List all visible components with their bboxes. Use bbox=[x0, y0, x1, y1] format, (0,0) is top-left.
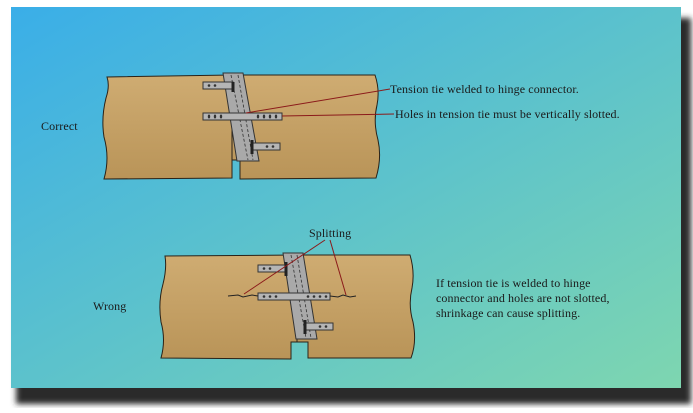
correct-left-beam bbox=[102, 74, 233, 180]
correct-tension-tie bbox=[202, 112, 283, 121]
leader-welded bbox=[245, 88, 391, 114]
wrong-right-beam bbox=[296, 254, 416, 359]
label-splitting: Splitting bbox=[309, 226, 352, 240]
label-wrong-note: If tension tie is welded to hinge connec… bbox=[436, 276, 610, 320]
split-crack-left bbox=[227, 294, 259, 298]
label-tension-tie-welded: Tension tie welded to hinge connector. bbox=[390, 82, 579, 96]
correct-right-beam bbox=[231, 74, 381, 180]
label-correct: Correct bbox=[41, 119, 78, 133]
leader-splitting-right bbox=[329, 239, 347, 296]
correct-top-clip bbox=[202, 81, 234, 90]
leader-slotted bbox=[281, 113, 395, 117]
wrong-detail bbox=[159, 239, 416, 360]
correct-detail bbox=[102, 72, 395, 180]
leader-splitting-left bbox=[243, 239, 326, 295]
split-crack-right bbox=[329, 294, 357, 298]
label-wrong: Wrong bbox=[93, 299, 127, 313]
label-holes-slotted: Holes in tension tie must be vertically … bbox=[395, 107, 620, 121]
